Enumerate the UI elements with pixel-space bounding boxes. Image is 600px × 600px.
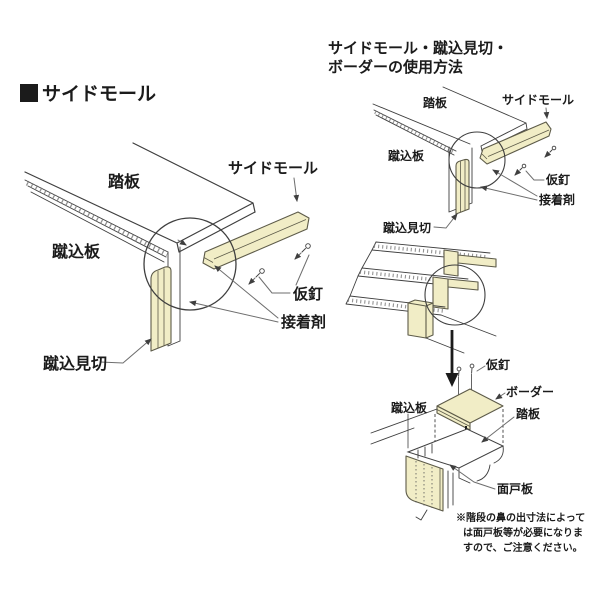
label-tread: 踏板 bbox=[108, 172, 141, 191]
detail-circle bbox=[424, 264, 486, 326]
adhesive-leader2 bbox=[189, 300, 279, 323]
riser-edge-lines bbox=[24, 179, 169, 263]
tread-outline bbox=[24, 142, 256, 253]
riser-trim-leader bbox=[433, 213, 458, 229]
riser-trim-leader bbox=[99, 338, 152, 364]
label-border: ボーダー bbox=[506, 384, 554, 399]
side-molding-ridge bbox=[481, 129, 550, 160]
right-section-title-line1: サイドモール・蹴込見切・ bbox=[328, 39, 508, 57]
right-bottom-diagram: 仮釘 ボーダー 蹴込板 踏板 面戸板 ※階段の鼻の出寸法によって は面戸板等が必… bbox=[370, 357, 585, 554]
back-edge-lines bbox=[370, 408, 438, 445]
detail-circle bbox=[448, 131, 506, 189]
inner-verticals bbox=[447, 470, 454, 509]
riser-trim-piece bbox=[455, 158, 470, 215]
drip-line bbox=[415, 509, 428, 521]
left-section-title: サイドモール bbox=[42, 84, 156, 105]
tack-icon bbox=[514, 163, 527, 176]
left-section-heading: サイドモール bbox=[20, 84, 156, 105]
temp-nail-leader bbox=[525, 170, 545, 181]
left-diagram: 踏板 サイドモール 蹴込板 仮釘 接着剤 蹴込見切 bbox=[24, 142, 326, 373]
side-molding-piece bbox=[479, 121, 552, 165]
label-riser-trim: 蹴込見切 bbox=[43, 354, 107, 373]
detail-circle bbox=[143, 217, 237, 311]
nosing-profile bbox=[458, 445, 504, 484]
footnote: ※階段の鼻の出寸法によって は面戸板等が必要になりま すので、ご注意ください。 bbox=[456, 511, 585, 554]
tack-icon bbox=[544, 145, 557, 158]
label-mendo-board: 面戸板 bbox=[497, 481, 534, 496]
label-riser-board: 蹴込板 bbox=[388, 148, 425, 163]
right-middle-diagram bbox=[345, 241, 497, 387]
footnote-line2: は面戸板等が必要になりま bbox=[463, 526, 583, 539]
right-section-title-line2: ボーダーの使用方法 bbox=[328, 58, 463, 76]
riser-hatch bbox=[25, 180, 169, 258]
stair-trim-piece3 bbox=[407, 299, 434, 339]
riser-trim-piece bbox=[150, 266, 172, 352]
stair-base-lines bbox=[425, 314, 497, 354]
mendo-board-piece bbox=[405, 455, 444, 512]
step3-lines bbox=[345, 275, 446, 316]
label-temp-nail: 仮釘 bbox=[292, 285, 323, 303]
label-adhesive: 接着剤 bbox=[281, 313, 326, 331]
adhesive-leader2 bbox=[480, 185, 538, 201]
adhesive-leader1 bbox=[214, 265, 279, 319]
label-tread: 踏板 bbox=[516, 406, 541, 421]
label-riser-trim: 蹴込見切 bbox=[383, 220, 431, 235]
label-temp-nail: 仮釘 bbox=[545, 172, 570, 187]
footnote-line1: ※階段の鼻の出寸法によって bbox=[456, 511, 585, 524]
stair-trim-piece1 bbox=[443, 249, 497, 277]
label-adhesive: 接着剤 bbox=[539, 192, 575, 207]
border-leader bbox=[495, 392, 506, 400]
border-edge-line bbox=[436, 409, 471, 427]
tread-leader bbox=[481, 416, 515, 443]
footnote-line3: すので、ご注意ください。 bbox=[463, 541, 583, 554]
temp-nail-leader bbox=[258, 276, 291, 294]
mendo-leader bbox=[449, 464, 496, 490]
right-section-heading: サイドモール・蹴込見切・ ボーダーの使用方法 bbox=[328, 39, 508, 76]
adhesive-leader1 bbox=[492, 169, 538, 197]
label-riser-board: 蹴込板 bbox=[52, 242, 101, 261]
temp-nail-leader2 bbox=[295, 254, 310, 286]
section-marker-square bbox=[20, 84, 38, 102]
label-riser-board: 蹴込板 bbox=[391, 400, 428, 415]
corner-arrow-icon bbox=[177, 239, 187, 246]
label-tread: 踏板 bbox=[423, 95, 448, 110]
riser-edge-lines bbox=[373, 109, 457, 156]
riser-edges bbox=[417, 443, 433, 459]
tack-icon bbox=[294, 243, 311, 260]
step2-lines bbox=[357, 249, 469, 288]
tack-icon bbox=[248, 268, 265, 285]
label-side-mall: サイドモール bbox=[502, 93, 574, 107]
mendo-hidden-lines bbox=[415, 461, 433, 508]
temp-nail-leader bbox=[476, 365, 486, 372]
stair-trim-piece2 bbox=[432, 276, 479, 310]
side-mall-leader bbox=[543, 107, 550, 119]
label-temp-nail: 仮釘 bbox=[485, 357, 510, 372]
label-side-mall: サイドモール bbox=[228, 160, 318, 177]
side-molding-ridge bbox=[203, 219, 307, 263]
side-molding-piece bbox=[202, 211, 310, 270]
riser-trim-grooves bbox=[157, 268, 165, 348]
tread-outline bbox=[372, 86, 528, 152]
down-arrow-icon bbox=[445, 330, 459, 387]
right-top-diagram: 踏板 サイドモール 蹴込板 仮釘 接着剤 蹴込見切 bbox=[372, 86, 575, 235]
side-mall-leader bbox=[293, 177, 300, 202]
